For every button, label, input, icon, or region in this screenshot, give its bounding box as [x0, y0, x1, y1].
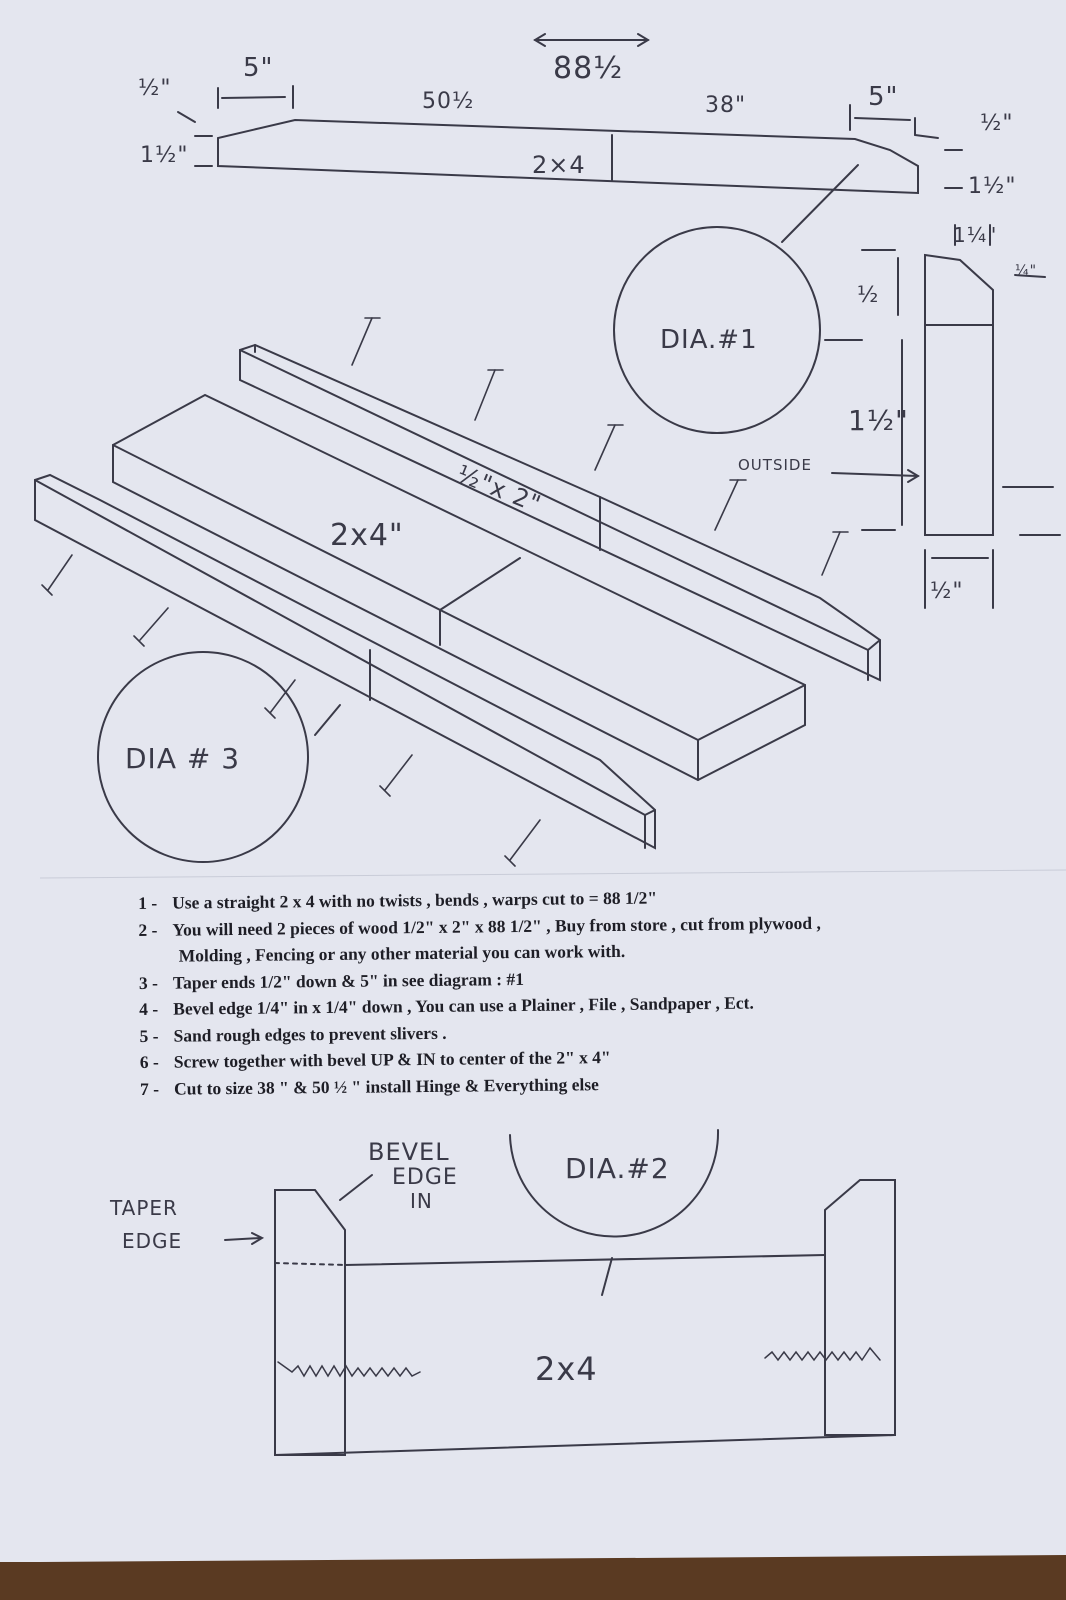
- upper-profile-label: ½: [857, 283, 879, 308]
- overall-length-label: 88½: [553, 51, 623, 86]
- bevel-edge-label-3: IN: [410, 1189, 433, 1213]
- iso-lower-strip: [34, 473, 656, 850]
- bevel-edge-label-1: BEVEL: [368, 1138, 450, 1166]
- dia2-arc: [509, 1129, 720, 1238]
- dia2-right-screw: [764, 1346, 881, 1362]
- outside-label: OUTSIDE: [738, 456, 812, 474]
- iso-screws: [41, 317, 849, 867]
- dia2-right-strip: [824, 1179, 896, 1436]
- right-section-label: 38": [705, 93, 746, 118]
- bevel-edge-label-2: EDGE: [392, 1165, 458, 1190]
- dia3-pointer: [314, 704, 341, 736]
- thickness-left-label: 1½": [140, 143, 188, 168]
- dia1-label: DIA.#1: [660, 325, 758, 355]
- fold-line: [39, 869, 1066, 879]
- taper-pointer: [224, 1237, 261, 1241]
- dia3-label: DIA # 3: [125, 742, 240, 775]
- iso-upper-strip: [239, 343, 881, 682]
- dia2-left-screw: [277, 1361, 421, 1378]
- taper-left-label: ½": [138, 76, 171, 101]
- bevel-pointer: [339, 1174, 373, 1201]
- right-end-arrow: [854, 117, 911, 121]
- right-end-length-label: 5": [868, 82, 899, 112]
- bevel-top-label: 1¼": [953, 223, 997, 247]
- top-board-label: 2×4: [532, 151, 586, 179]
- iso-2x4-board: [112, 393, 806, 782]
- taper-edge-label-1: TAPER: [109, 1196, 178, 1220]
- iso-board-label: 2x4": [330, 518, 404, 553]
- top-board-outline: [217, 118, 919, 195]
- left-end-length-label: 5": [243, 53, 274, 83]
- taper-right-label: ½": [980, 111, 1013, 136]
- left-section-label: 50½: [422, 89, 474, 114]
- dia2-left-strip: [274, 1189, 346, 1456]
- dia2-board-top: [344, 1254, 826, 1266]
- left-end-arrow: [221, 96, 286, 99]
- profile-outline: [924, 253, 994, 536]
- dia2-board-bottom: [274, 1434, 896, 1456]
- lower-profile-label: 1½": [848, 404, 909, 437]
- isometric-view: [34, 317, 881, 867]
- dia2-board-label: 2x4: [535, 1350, 598, 1388]
- top-view: [177, 33, 963, 243]
- dia1-group: [613, 224, 1061, 609]
- overall-arrowheads: [533, 33, 650, 47]
- outside-arrow: [831, 472, 919, 477]
- dia3-circle: [97, 651, 309, 863]
- profile-width-label: ½": [930, 579, 963, 604]
- dia1-circle: [613, 226, 821, 434]
- bevel-side-label: ¼": [1015, 263, 1037, 279]
- dia2-group: [224, 1129, 896, 1456]
- thickness-right-label: 1½": [968, 174, 1016, 199]
- dia1-pointer: [781, 164, 859, 243]
- taper-edge-label-2: EDGE: [122, 1229, 182, 1253]
- paper-background: [0, 0, 1066, 1562]
- instruction-list: 1 -Use a straight 2 x 4 with no twists ,…: [138, 881, 1020, 1102]
- dia2-label: DIA.#2: [565, 1152, 670, 1185]
